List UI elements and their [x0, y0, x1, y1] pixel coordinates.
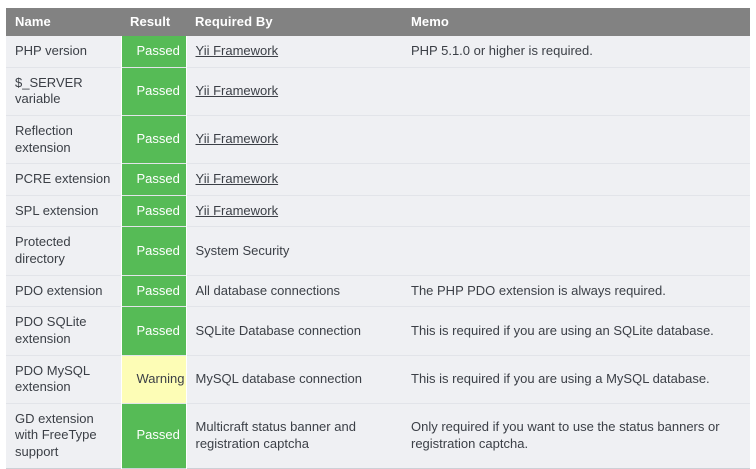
status-badge: Warning: [120, 354, 187, 404]
required-by-cell: Yii Framework: [186, 66, 402, 116]
required-by-link[interactable]: Yii Framework: [195, 131, 279, 147]
required-by-cell: Yii Framework: [186, 194, 402, 227]
status-badge: Passed: [120, 194, 187, 227]
status-badge-label: Passed: [136, 131, 180, 147]
memo-cell: [402, 226, 750, 276]
table-row: GD extension with FreeType support Passed…: [6, 402, 750, 469]
status-badge-label: Passed: [136, 427, 180, 443]
status-badge-label: Passed: [136, 202, 180, 218]
memo-cell: [402, 114, 750, 164]
required-by-text: SQLite Database connection: [195, 322, 362, 338]
status-badge: Passed: [120, 402, 187, 469]
status-badge: Passed: [120, 306, 187, 355]
requirement-name: PDO SQLite extension: [6, 306, 121, 355]
required-by-link[interactable]: Yii Framework: [195, 43, 279, 58]
column-header-memo: Memo: [402, 8, 750, 36]
status-badge-label: Passed: [136, 171, 180, 187]
required-by-cell: Yii Framework: [186, 114, 402, 164]
column-header-required-by: Required By: [186, 8, 402, 36]
table-row: PCRE extension Passed Yii Framework: [6, 163, 750, 196]
status-badge-label: Warning: [136, 370, 185, 386]
memo-cell: PHP 5.1.0 or higher is required.: [402, 36, 750, 68]
requirement-name: PCRE extension: [6, 163, 121, 196]
table-row: Protected directory Passed System Security: [6, 226, 750, 276]
table-row: Reflection extension Passed Yii Framework: [6, 114, 750, 164]
required-by-text: MySQL database connection: [195, 370, 362, 386]
requirement-name: PDO MySQL extension: [6, 354, 121, 404]
memo-cell: This is required if you are using an SQL…: [402, 306, 750, 355]
requirement-name: PHP version: [6, 36, 121, 68]
required-by-cell: SQLite Database connection: [186, 306, 402, 355]
required-by-cell: All database connections: [186, 274, 402, 307]
table-row: $_SERVER variable Passed Yii Framework: [6, 66, 750, 116]
status-badge: Passed: [120, 226, 187, 276]
requirement-name: PDO extension: [6, 274, 121, 307]
memo-cell: This is required if you are using a MySQ…: [402, 354, 750, 404]
status-badge-label: Passed: [136, 82, 180, 98]
table-header: Name Result Required By Memo: [6, 8, 750, 36]
table-row: SPL extension Passed Yii Framework: [6, 194, 750, 227]
status-badge-label: Passed: [136, 282, 180, 298]
column-header-name: Name: [6, 8, 121, 36]
required-by-link[interactable]: Yii Framework: [195, 171, 279, 187]
requirement-name: Protected directory: [6, 226, 121, 276]
requirement-name: Reflection extension: [6, 114, 121, 164]
required-by-text: All database connections: [195, 282, 341, 298]
required-by-cell: Yii Framework: [186, 163, 402, 196]
table-row: PDO MySQL extension Warning MySQL database…: [6, 354, 750, 404]
table-row: PHP version Passed Yii Framework PHP 5.1.0 …: [6, 36, 750, 68]
requirements-table: Name Result Required By Memo PHP version…: [6, 8, 750, 469]
status-badge: Passed: [120, 274, 187, 307]
requirements-check-page: Name Result Required By Memo PHP version…: [6, 8, 750, 469]
required-by-cell: System Security: [186, 226, 402, 276]
required-by-text: System Security: [195, 242, 290, 258]
memo-cell: [402, 163, 750, 196]
table-row: PDO SQLite extension Passed SQLite Databas…: [6, 306, 750, 355]
required-by-cell: Yii Framework: [186, 36, 402, 68]
required-by-cell: MySQL database connection: [186, 354, 402, 404]
table-row: PDO extension Passed All database connecti…: [6, 274, 750, 307]
status-badge: Passed: [120, 163, 187, 196]
status-badge-label: Passed: [136, 43, 180, 58]
required-by-cell: Multicraft status banner and registratio…: [186, 402, 402, 469]
required-by-link[interactable]: Yii Framework: [195, 202, 279, 218]
memo-cell: [402, 66, 750, 116]
memo-cell: The PHP PDO extension is always required…: [402, 274, 750, 307]
memo-cell: Only required if you want to use the sta…: [402, 402, 750, 469]
required-by-link[interactable]: Yii Framework: [195, 82, 279, 98]
table-header-row: Name Result Required By Memo: [6, 8, 750, 36]
requirement-name: SPL extension: [6, 194, 121, 227]
requirement-name: GD extension with FreeType support: [6, 402, 121, 469]
status-badge: Passed: [120, 36, 187, 68]
status-badge-label: Passed: [136, 322, 180, 338]
status-badge: Passed: [120, 114, 187, 164]
column-header-result: Result: [121, 8, 186, 36]
requirement-name: $_SERVER variable: [6, 66, 121, 116]
status-badge-label: Passed: [136, 242, 180, 258]
status-badge: Passed: [120, 66, 187, 116]
memo-cell: [402, 194, 750, 227]
